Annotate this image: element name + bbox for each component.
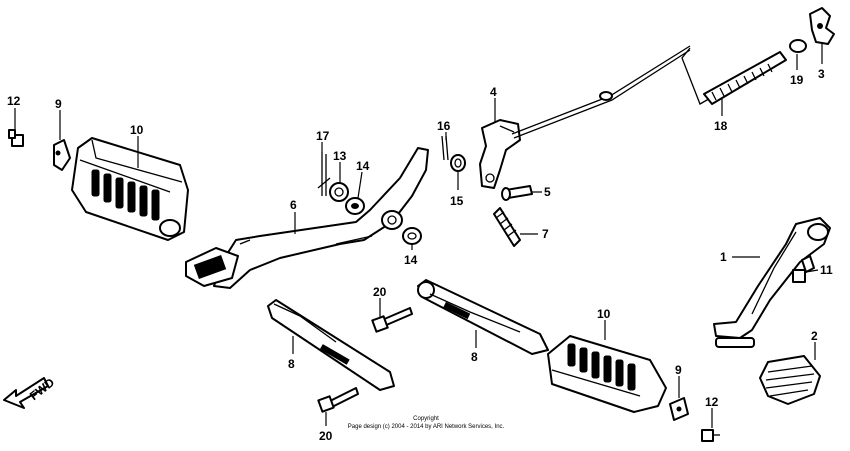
pivot-bolt	[501, 185, 533, 201]
washer-14-upper	[345, 197, 365, 215]
washer-14-lower	[402, 227, 422, 245]
adjusting-nut	[809, 7, 835, 45]
brake-rod-spring	[703, 51, 787, 105]
right-peg-bolt	[701, 429, 720, 442]
copyright-line1: Copyright	[413, 416, 439, 422]
callout-12-right: 12	[705, 395, 719, 409]
callout-16: 16	[437, 119, 451, 133]
washer-13	[329, 182, 349, 202]
callout-20-lower: 20	[319, 429, 333, 443]
left-peg-bracket	[53, 139, 71, 171]
callout-13: 13	[333, 149, 347, 163]
forward-arrow: FWD	[3, 375, 57, 409]
cotter-pin-17	[317, 152, 331, 196]
return-spring	[493, 207, 521, 247]
brake-pedal	[185, 147, 429, 289]
callout-9-left: 9	[55, 97, 62, 111]
washer-15	[450, 154, 466, 172]
left-footpeg-rubber	[71, 137, 189, 241]
callout-17: 17	[316, 129, 330, 143]
callout-8-left: 8	[288, 357, 295, 371]
callout-14-lower: 14	[404, 253, 418, 267]
callout-20-upper: 20	[373, 285, 387, 299]
leader-lines	[14, 44, 823, 428]
left-peg-bolt	[8, 129, 24, 147]
callout-10-left: 10	[130, 123, 144, 137]
brake-rod	[511, 45, 715, 139]
shift-lever-bolt	[792, 255, 815, 283]
callout-12-left: 12	[7, 94, 21, 108]
brake-rod-joint	[789, 39, 807, 53]
fwd-label: FWD	[27, 375, 57, 403]
callout-18: 18	[714, 119, 728, 133]
shift-pedal-rubber	[759, 355, 821, 405]
callout-8-right: 8	[471, 350, 478, 364]
cotter-pin-16	[441, 135, 449, 161]
shift-lever	[713, 217, 831, 348]
callout-5: 5	[544, 185, 551, 199]
callout-11: 11	[820, 263, 833, 277]
callout-6: 6	[290, 198, 297, 212]
callout-19: 19	[790, 73, 804, 87]
callout-7: 7	[542, 227, 549, 241]
callout-2: 2	[811, 329, 818, 343]
right-footpeg-rubber	[547, 335, 667, 413]
copyright-notice: Copyright Page design (c) 2004 - 2014 by…	[348, 416, 505, 430]
callout-10-right: 10	[597, 307, 611, 321]
callout-15: 15	[450, 194, 464, 208]
callout-4: 4	[490, 85, 497, 99]
right-peg-bracket	[669, 397, 689, 421]
callout-labels: 12 9 10 6 17 13 14 14 16 15 4 5 7 18 19 …	[7, 67, 833, 443]
callout-3: 3	[818, 67, 825, 81]
callout-9-right: 9	[675, 363, 682, 377]
callout-14-upper: 14	[356, 159, 370, 173]
brake-arm-joint	[479, 119, 521, 189]
bolt-20-lower	[317, 387, 359, 413]
callout-1: 1	[720, 250, 727, 264]
left-footpeg-bar	[267, 299, 395, 391]
right-footpeg-bar	[417, 279, 549, 355]
bolt-20-upper	[371, 307, 413, 333]
copyright-line2: Page design (c) 2004 - 2014 by ARI Netwo…	[348, 424, 505, 430]
